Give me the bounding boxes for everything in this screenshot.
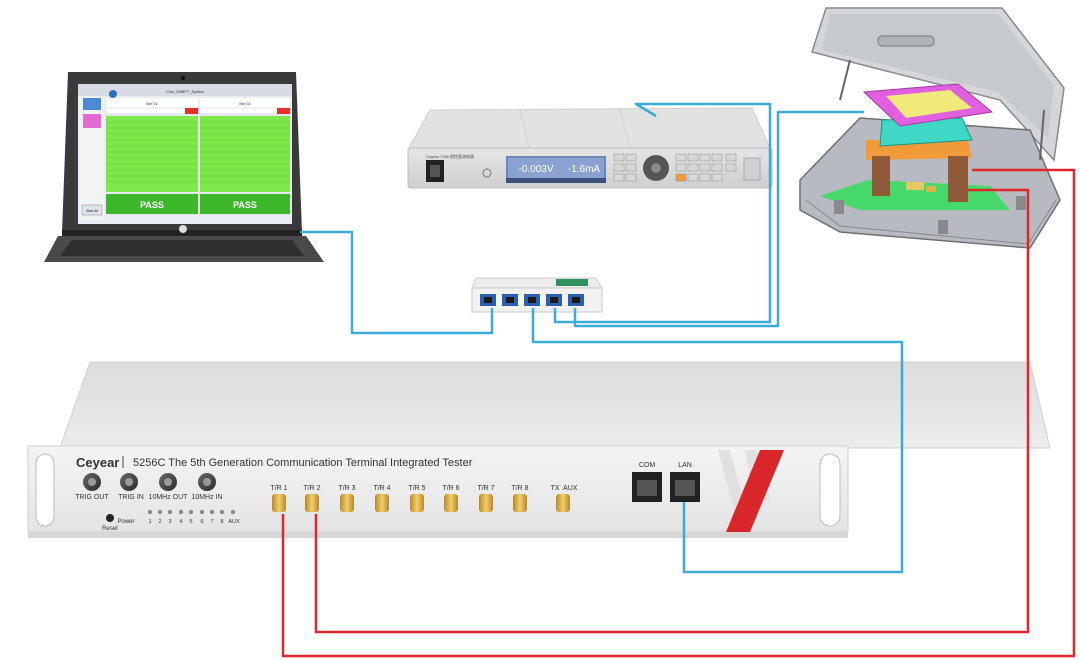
power-supply [407, 107, 773, 189]
right-handle [819, 453, 841, 527]
start-all-label[interactable]: Start All [86, 209, 98, 213]
switch-led-strip [556, 279, 588, 286]
led-label-3: 3 [168, 519, 171, 525]
right-panel-title: Bin 02 [239, 101, 251, 106]
led-label-4: 4 [179, 519, 182, 525]
power-label: Power [117, 519, 134, 525]
cable-rf-tr2 [314, 188, 1030, 634]
rf-port-label-3: T/R 3 [338, 485, 355, 492]
laptop [44, 72, 324, 262]
reset-label: Reset [102, 526, 118, 532]
psu-keypad [613, 153, 737, 182]
lid-handle [877, 35, 935, 47]
bnc-connectors [83, 473, 216, 491]
led-label-6: 6 [200, 519, 203, 525]
psu-model-label: Ceyear 7156 程控直流电源 [426, 153, 474, 159]
rf-port-label-tx-aux: TX AUX [551, 485, 578, 492]
psu-current-readout: -1.6mA [568, 164, 601, 175]
dut-connector [906, 182, 924, 190]
reset-button [106, 514, 114, 522]
rf-port-label-7: T/R 7 [477, 485, 494, 492]
start-all-button [81, 204, 103, 216]
com-label: COM [639, 462, 656, 469]
brand-accent-stripe [726, 450, 784, 532]
side-icon-2 [83, 114, 101, 128]
right-pass-banner [200, 194, 290, 214]
laptop-brand-logo [179, 225, 187, 233]
cable-laptop-switch [300, 230, 494, 335]
tester-title: 5256C The 5th Generation Communication T… [133, 457, 473, 469]
port-label-10mhz-out: 10MHz OUT [149, 494, 189, 501]
cables [281, 102, 1076, 658]
led-label-aux: AUX [228, 519, 240, 525]
shield-box-fixture [799, 7, 1065, 249]
psu-speaker-icon [482, 168, 492, 178]
main-tester [27, 361, 1051, 538]
led-label-2: 2 [158, 519, 161, 525]
led-label-7: 7 [210, 519, 213, 525]
led-label-1: 1 [148, 519, 151, 525]
cable-switch-psu [553, 102, 772, 324]
psu-voltage-readout: -0.003V [518, 164, 553, 175]
tester-brand-logo: Ceyear [76, 455, 119, 470]
rf-ports [272, 494, 570, 512]
yellow-plate [886, 90, 972, 118]
cable-switch-fixture [573, 110, 864, 328]
network-switch [471, 277, 603, 313]
app-window-title: Chin_5HBPT_Splitter [166, 89, 205, 94]
rf-port-label-2: T/R 2 [303, 485, 320, 492]
app-logo-icon [109, 90, 117, 98]
left-pass-label: PASS [140, 200, 164, 210]
left-panel-title: Bin 01 [146, 101, 158, 106]
port-label-10mhz-in: 10MHz IN [191, 494, 222, 501]
rf-port-label-1: T/R 1 [270, 485, 287, 492]
right-pass-label: PASS [233, 200, 257, 210]
led-label-5: 5 [189, 519, 192, 525]
right-results-table [200, 116, 290, 192]
cable-switch-tester-lan [531, 308, 904, 574]
led-label-8: 8 [220, 519, 223, 525]
port-label-trig-in: TRIG IN [118, 494, 144, 501]
left-handle [35, 453, 55, 527]
rf-port-label-5: T/R 5 [408, 485, 425, 492]
rf-port-label-6: T/R 6 [442, 485, 459, 492]
webcam-icon [181, 76, 185, 80]
rf-port-label-4: T/R 4 [373, 485, 390, 492]
port-label-trig-out: TRIG OUT [75, 494, 109, 501]
status-leds [147, 509, 236, 515]
cable-rf-tr1 [281, 168, 1076, 658]
side-icon-1 [83, 98, 101, 110]
left-results-table [106, 116, 198, 192]
lan-label: LAN [678, 462, 692, 469]
rf-port-label-8: T/R 8 [511, 485, 528, 492]
left-pass-banner [106, 194, 198, 214]
